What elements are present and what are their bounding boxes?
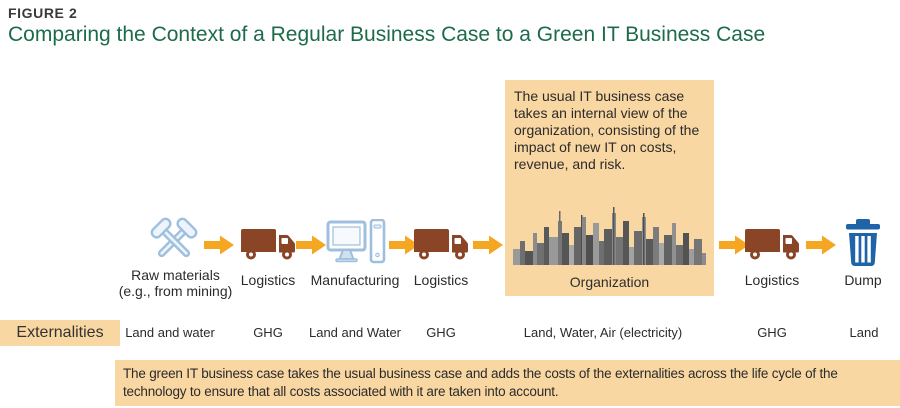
stage-label-dump: Dump [844,272,882,288]
externality-manufacturing: Land and Water [308,325,402,340]
flow-arrow-icon [473,234,503,261]
figure-title: Comparing the Context of a Regular Busin… [8,23,766,46]
stage-label-logistics-2: Logistics [413,272,469,288]
stage-label-logistics-3: Logistics [744,272,800,288]
externality-organization: Land, Water, Air (electricity) [523,325,683,340]
externality-logistics-1: GHG [253,325,283,340]
usual-case-note: The usual IT business case takes an inte… [514,88,700,173]
stage-label-organization: Organization [569,274,650,290]
externality-raw-materials: Land and water [125,325,215,340]
computer-icon [326,218,386,272]
flow-arrow-icon [389,234,419,261]
hammers-icon [146,213,202,274]
figure-label: FIGURE 2 [8,5,78,21]
trash-icon [844,219,882,271]
stage-label-logistics-1: Logistics [240,272,296,288]
externality-dump: Land [849,325,879,340]
city-icon [513,205,706,270]
flow-arrow-icon [806,234,836,261]
truck-icon [240,226,298,267]
flow-arrow-icon [719,234,749,261]
green-case-note: The green IT business case takes the usu… [115,360,900,406]
externality-logistics-2: GHG [426,325,456,340]
truck-icon [413,226,471,267]
organization-highlight-box: The usual IT business case takes an inte… [505,80,714,296]
externality-logistics-3: GHG [757,325,787,340]
flow-arrow-icon [204,234,234,261]
stage-label-manufacturing: Manufacturing [310,272,400,288]
stage-label-raw-materials: Raw materials (e.g., from mining) [118,267,233,299]
flow-arrow-icon [296,234,326,261]
truck-icon [744,226,802,267]
externalities-heading: Externalities [0,320,120,346]
